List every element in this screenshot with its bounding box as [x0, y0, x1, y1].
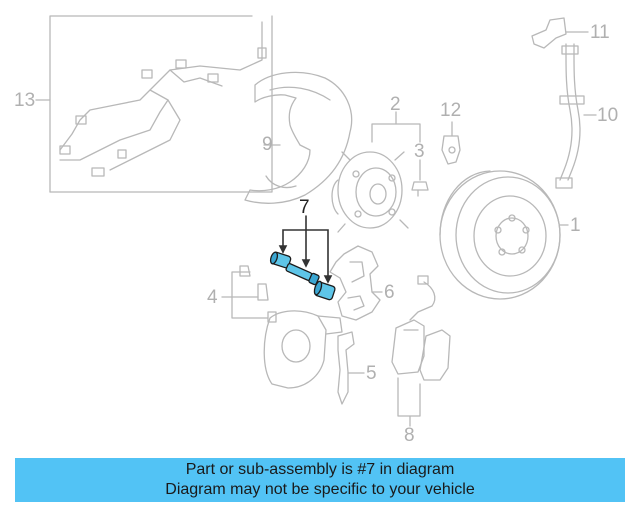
banner-line-1: Part or sub-assembly is #7 in diagram: [185, 461, 455, 478]
wear-sensor-drawing: [409, 275, 436, 321]
callout-13: 13: [14, 90, 36, 111]
callout-2: 2: [390, 94, 401, 115]
brake-hose-drawing: [555, 43, 597, 189]
guide-bushing-right: [313, 280, 336, 301]
callout-8: 8: [404, 425, 415, 446]
banner-line-2: Diagram may not be specific to your vehi…: [165, 481, 475, 498]
callout-5: 5: [366, 363, 377, 384]
callout-11: 11: [590, 22, 610, 43]
wiring-harness-drawing: [35, 15, 273, 193]
callout-4: 4: [207, 287, 218, 308]
callout-7-leaders: [278, 215, 333, 284]
caliper-carrier-drawing: [329, 245, 383, 321]
brake-rotor-drawing: [439, 170, 569, 300]
spring-clip-drawing: [337, 331, 365, 405]
guide-bushing-left: [269, 251, 292, 269]
info-banner: Part or sub-assembly is #7 in diagram Di…: [15, 458, 625, 502]
callout-6: 6: [384, 282, 395, 303]
dust-shield-drawing: [244, 71, 353, 204]
callout-12: 12: [440, 100, 462, 121]
bleeder-valve-drawing: [221, 265, 277, 323]
callout-9: 9: [262, 134, 273, 155]
brake-pads-drawing: [391, 319, 451, 427]
callout-10: 10: [597, 105, 619, 126]
callout-1: 1: [570, 215, 581, 236]
bracket-drawing: [531, 17, 589, 49]
callout-3: 3: [414, 141, 425, 162]
callout-7: 7: [299, 197, 310, 218]
caliper-drawing: [263, 310, 343, 389]
hub-bearing-drawing: [331, 111, 421, 233]
guide-pin: [285, 263, 320, 286]
guide-pin-kit: [269, 215, 336, 301]
speed-sensor-drawing: [441, 121, 461, 165]
hub-bolt-drawing: [411, 159, 429, 197]
